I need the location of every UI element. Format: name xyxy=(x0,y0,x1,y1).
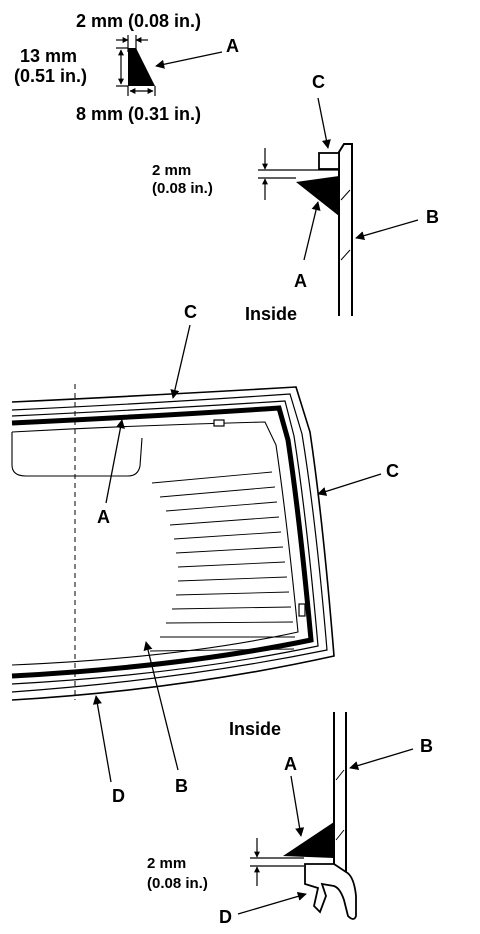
callout-a-upper: A xyxy=(294,271,307,291)
window-bead xyxy=(11,405,314,679)
dim-base-width: 8 mm (0.31 in.) xyxy=(76,104,201,124)
rear-window: C A C B D xyxy=(11,302,399,806)
dim-height-mm: 13 mm xyxy=(20,46,77,66)
inside-label-lower: Inside xyxy=(229,719,281,739)
callout-d-window: D xyxy=(112,786,125,806)
defroster-lines xyxy=(149,471,295,652)
window-outer-edge xyxy=(11,386,335,701)
callout-b-lower: B xyxy=(420,736,433,756)
dim-top-width: 2 mm (0.08 in.) xyxy=(76,11,201,31)
bead-upper xyxy=(296,176,339,216)
inside-label-upper: Inside xyxy=(245,304,297,324)
bead-lower xyxy=(283,822,334,858)
dam-upper xyxy=(318,152,340,170)
callout-a-bead: A xyxy=(226,36,239,56)
glass-upper xyxy=(338,143,353,316)
callout-a-window: A xyxy=(97,507,110,527)
callout-a-lower: A xyxy=(284,754,297,774)
glass-lower xyxy=(333,712,347,872)
dim-height-in: (0.51 in.) xyxy=(14,66,87,86)
upper-section: 2 mm (0.08 in.) C B A Inside xyxy=(152,72,439,324)
lower-section: Inside 2 mm (0.08 in.) B A D xyxy=(147,712,433,927)
upper-gap-in: (0.08 in.) xyxy=(152,180,213,197)
lower-gap-in: (0.08 in.) xyxy=(147,875,208,892)
upper-gap-mm: 2 mm xyxy=(152,162,191,179)
callout-c-top: C xyxy=(184,302,197,322)
lower-gap-mm: 2 mm xyxy=(147,855,186,872)
molding-lower xyxy=(304,863,357,920)
callout-b-upper: B xyxy=(426,207,439,227)
molding xyxy=(11,400,319,685)
bead-profile: 2 mm (0.08 in.) 13 mm (0.51 in.) 8 mm (0… xyxy=(14,11,239,124)
callout-c-right: C xyxy=(386,461,399,481)
bead-cross-section xyxy=(128,48,155,86)
callout-d-lower: D xyxy=(219,907,232,927)
callout-c-upper: C xyxy=(312,72,325,92)
callout-b-window: B xyxy=(175,776,188,796)
